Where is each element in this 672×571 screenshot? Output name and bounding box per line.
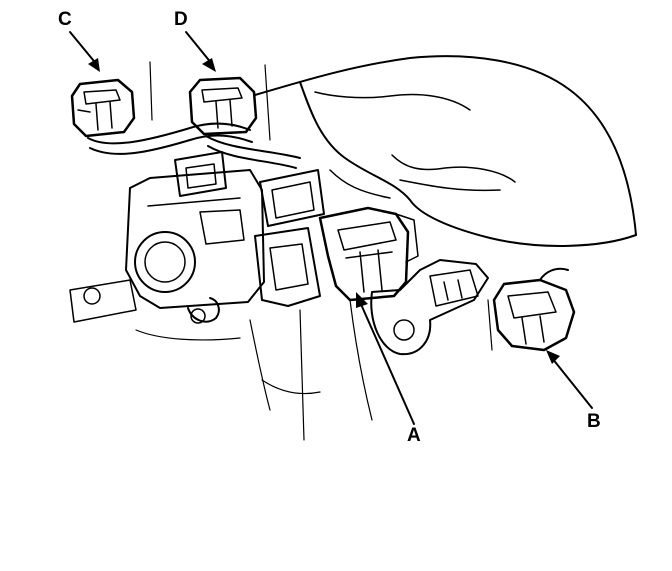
callout-d-label: D [174,9,188,30]
arrowhead-a [356,292,368,308]
leader-arrows [69,31,593,425]
arrowhead-b [546,350,560,364]
callout-b-label: B [587,411,601,432]
arrowhead-d [202,58,216,72]
intake-manifold [149,55,637,247]
mount-bracket [69,279,321,441]
leader-a [359,301,415,425]
leader-c [69,31,99,67]
arrowhead-c [88,58,100,72]
connector-b [487,267,576,352]
connector-d [188,76,301,169]
callout-a-label: A [407,425,421,446]
range-switch [125,169,265,324]
speed-sensor [349,259,489,421]
callout-c-label: C [58,9,72,30]
leader-d [185,31,213,65]
leader-b [551,357,593,409]
connector-middle-small [174,151,325,307]
